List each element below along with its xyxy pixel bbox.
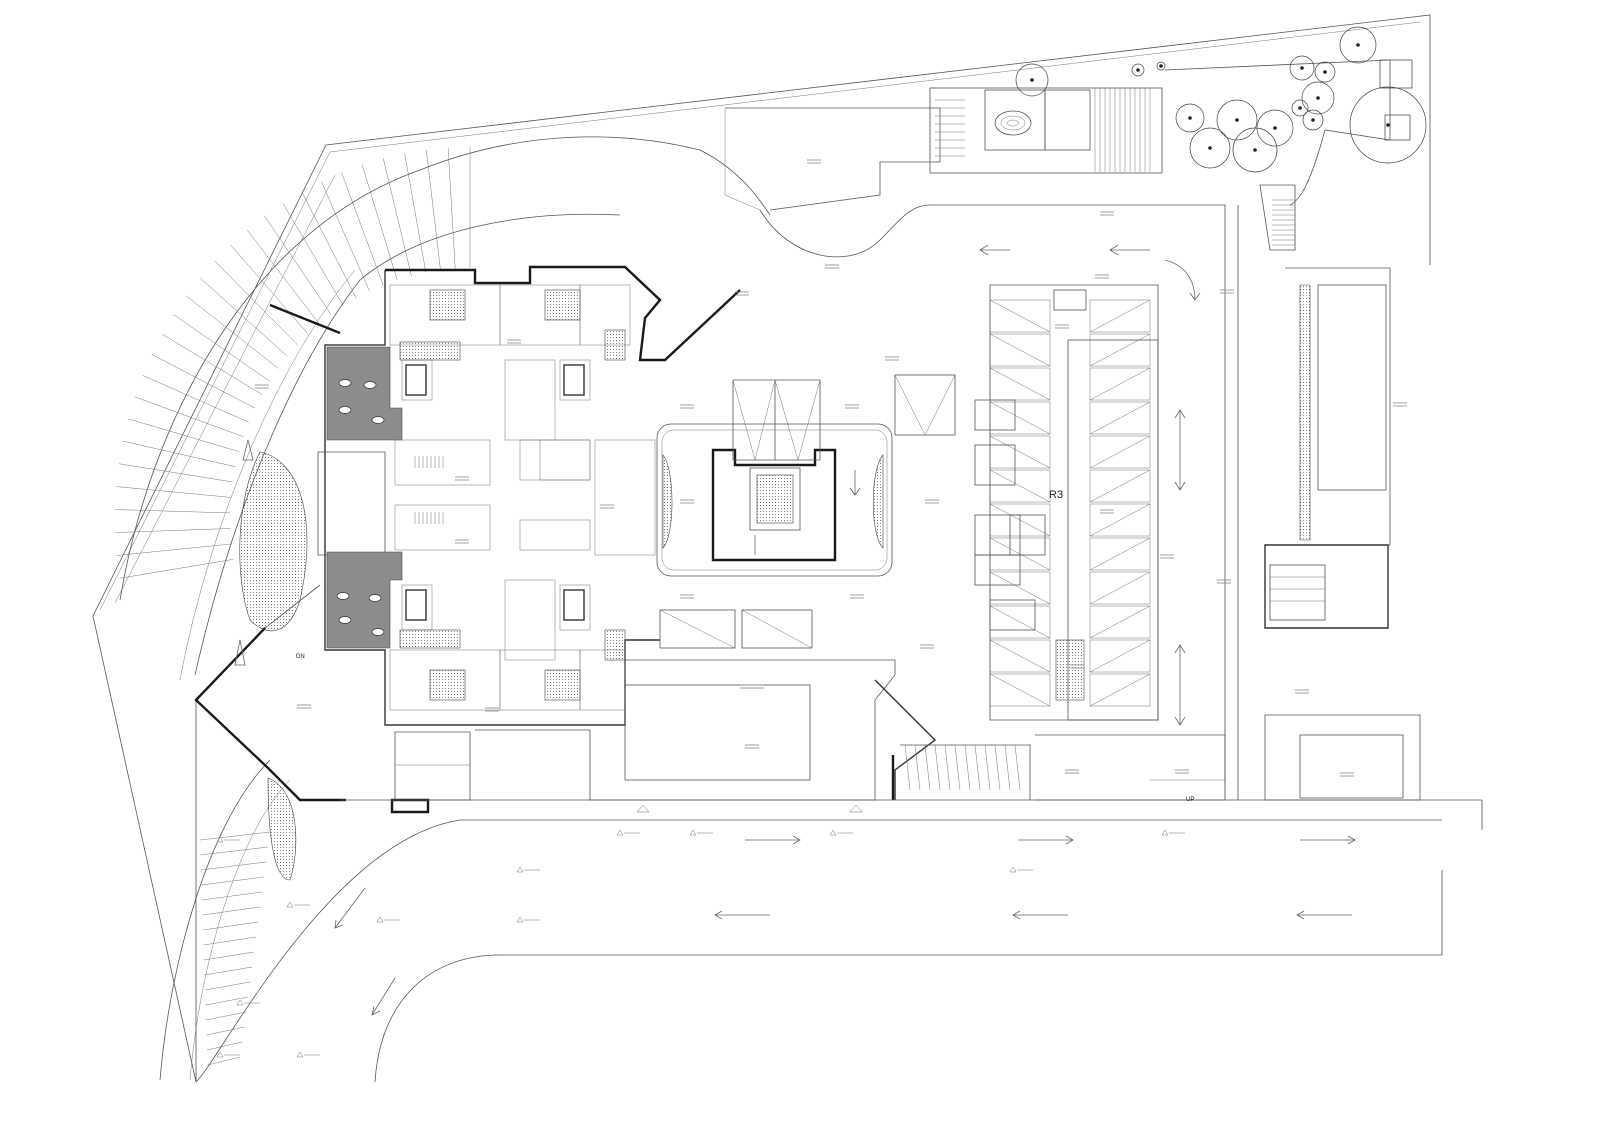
up-label: UP (1186, 797, 1194, 803)
level-annotations (255, 159, 1407, 777)
right-core (1264, 267, 1421, 801)
trees (1015, 26, 1427, 173)
street (195, 439, 1483, 1083)
top-steps (935, 88, 1295, 246)
lower-middle-block (394, 659, 937, 801)
left-building (317, 265, 741, 726)
central-atrium (656, 379, 893, 649)
left-rooms (336, 284, 656, 711)
planter-oval (239, 451, 308, 881)
top-landscape (929, 26, 1427, 251)
ramp-radial-lines (115, 147, 471, 1066)
parking-bays (894, 289, 1151, 791)
road-arrows (234, 439, 1356, 1016)
traffic-arrows (754, 244, 1201, 726)
down-label: DN (296, 654, 305, 660)
site-boundary (92, 14, 1431, 1083)
parking-area (724, 107, 1239, 801)
curved-ramp (115, 136, 771, 1082)
road-level-marks (216, 804, 1185, 1058)
zone-label: R3 (1049, 489, 1063, 501)
